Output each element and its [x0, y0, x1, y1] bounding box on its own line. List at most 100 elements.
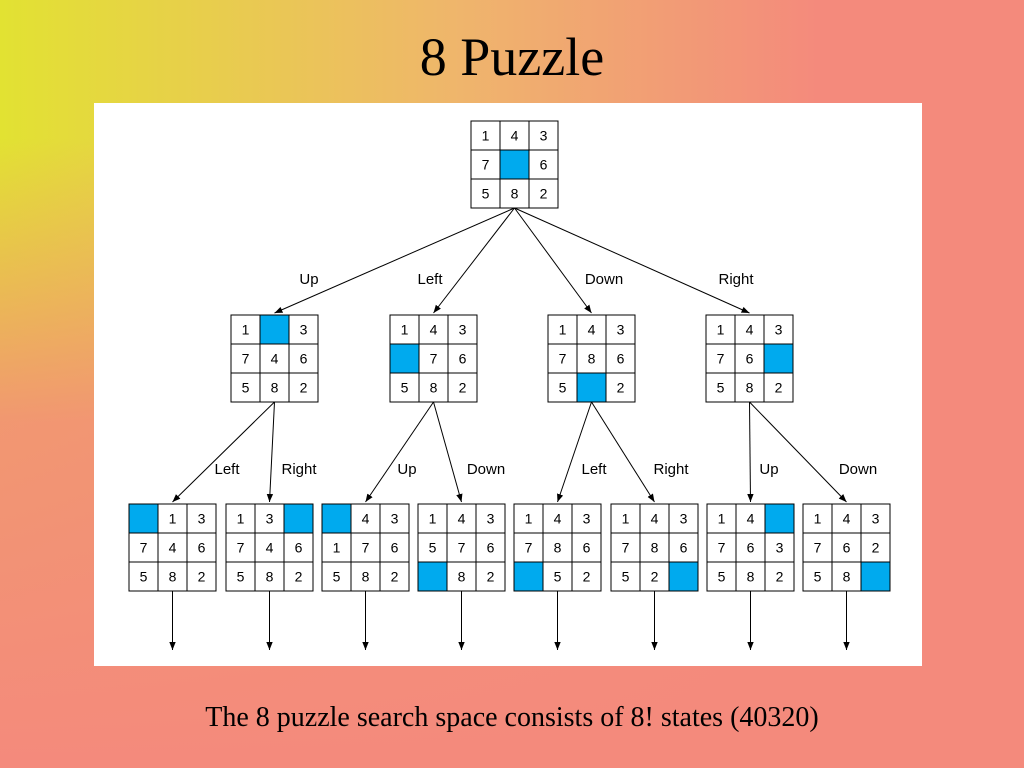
tile-number: 7	[362, 540, 370, 556]
tile-number: 4	[271, 351, 279, 367]
tile-number: 4	[554, 511, 562, 527]
tile-number: 6	[487, 540, 495, 556]
tile-number: 5	[401, 380, 409, 396]
move-label-left: Left	[581, 461, 607, 478]
puzzle-tile	[668, 532, 699, 563]
puzzle-tile	[547, 314, 578, 345]
puzzle-tile	[706, 532, 737, 563]
puzzle-tile	[283, 532, 314, 563]
tile-number: 6	[747, 540, 755, 556]
puzzle-tile	[470, 120, 501, 151]
tile-number: 1	[401, 322, 409, 338]
tile-number: 5	[237, 569, 245, 585]
blank-tile	[763, 343, 794, 374]
puzzle-tile	[605, 372, 636, 403]
tile-number: 4	[747, 511, 755, 527]
tile-number: 2	[198, 569, 206, 585]
tile-number: 3	[540, 128, 548, 144]
puzzle-tile	[283, 561, 314, 592]
tile-number: 8	[271, 380, 279, 396]
tile-number: 7	[430, 351, 438, 367]
tile-number: 8	[266, 569, 274, 585]
tile-number: 4	[511, 128, 519, 144]
tile-number: 3	[459, 322, 467, 338]
puzzle-tile	[225, 561, 256, 592]
puzzle-tile	[418, 314, 449, 345]
tile-number: 1	[622, 511, 630, 527]
tile-number: 6	[583, 540, 591, 556]
move-label-right: Right	[718, 271, 754, 288]
puzzle-tile	[230, 372, 261, 403]
puzzle-tile	[389, 372, 420, 403]
tile-number: 7	[237, 540, 245, 556]
move-label-down: Down	[839, 461, 877, 478]
blank-tile	[860, 561, 891, 592]
puzzle-tile	[605, 314, 636, 345]
puzzle-tile	[764, 532, 795, 563]
tile-number: 8	[588, 351, 596, 367]
tile-number: 3	[583, 511, 591, 527]
slide-title: 8 Puzzle	[419, 27, 605, 87]
blank-tile	[499, 149, 530, 180]
puzzle-tile	[528, 178, 559, 209]
tile-number: 7	[525, 540, 533, 556]
tile-number: 3	[300, 322, 308, 338]
tile-number: 6	[391, 540, 399, 556]
puzzle-tile	[542, 532, 573, 563]
tile-number: 8	[362, 569, 370, 585]
move-arrow	[514, 207, 592, 314]
tile-number: 2	[487, 569, 495, 585]
move-label-right: Right	[281, 461, 317, 478]
tile-number: 5	[559, 380, 567, 396]
puzzle-tile	[350, 561, 381, 592]
tile-number: 6	[843, 540, 851, 556]
tile-number: 2	[459, 380, 467, 396]
puzzle-tile	[259, 372, 290, 403]
tile-number: 8	[554, 540, 562, 556]
move-arrow	[274, 207, 515, 314]
blank-tile	[668, 561, 699, 592]
tile-number: 5	[429, 540, 437, 556]
tile-number: 4	[169, 540, 177, 556]
tile-number: 1	[242, 322, 250, 338]
tile-number: 8	[746, 380, 754, 396]
tile-number: 3	[487, 511, 495, 527]
tile-number: 1	[169, 511, 177, 527]
puzzle-tile	[157, 503, 188, 534]
tile-number: 2	[617, 380, 625, 396]
tile-number: 6	[198, 540, 206, 556]
move-arrow	[514, 207, 750, 314]
tile-number: 1	[717, 322, 725, 338]
puzzle-tile	[547, 372, 578, 403]
puzzle-tile	[706, 561, 737, 592]
tile-number: 3	[266, 511, 274, 527]
tile-number: 5	[482, 186, 490, 202]
tile-number: 1	[718, 511, 726, 527]
puzzle-tile	[610, 503, 641, 534]
tile-number: 3	[776, 540, 784, 556]
tile-number: 6	[459, 351, 467, 367]
puzzle-tile	[288, 372, 319, 403]
tile-number: 7	[718, 540, 726, 556]
puzzle-tile	[610, 532, 641, 563]
tile-number: 4	[651, 511, 659, 527]
puzzle-tile	[470, 178, 501, 209]
tile-number: 6	[295, 540, 303, 556]
puzzle-tile	[802, 503, 833, 534]
blank-tile	[321, 503, 352, 534]
move-label-up: Up	[759, 461, 778, 478]
tile-number: 5	[814, 569, 822, 585]
move-arrow	[749, 401, 847, 503]
tile-number: 5	[718, 569, 726, 585]
puzzle-tile	[186, 532, 217, 563]
puzzle-tile	[764, 561, 795, 592]
